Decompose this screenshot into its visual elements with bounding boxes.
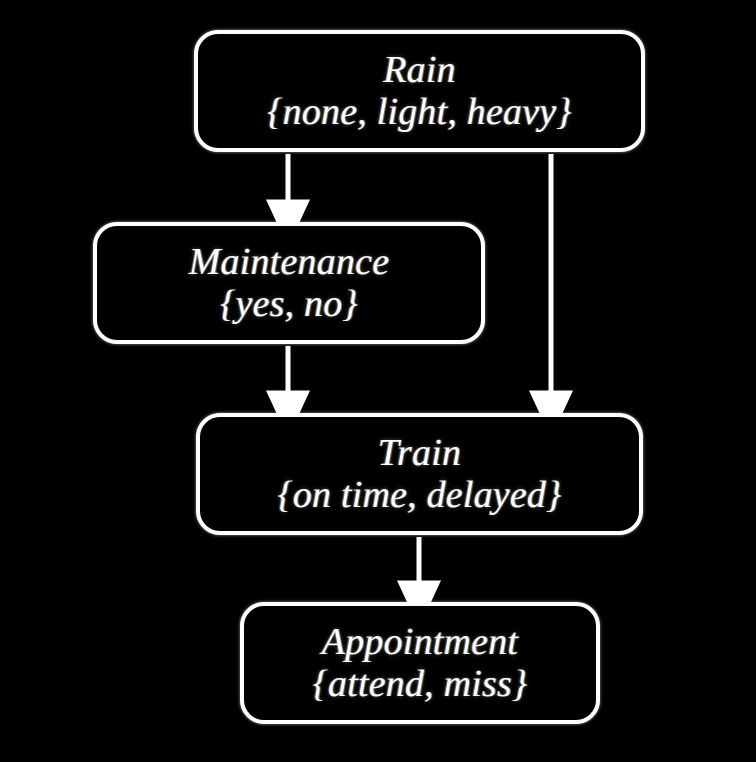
node-train[interactable]: Train {on time, delayed} (196, 413, 643, 535)
node-maintenance-states: {yes, no} (220, 283, 358, 325)
node-maintenance-label: Maintenance (188, 240, 390, 283)
node-appointment-label: Appointment (321, 620, 519, 663)
node-maintenance[interactable]: Maintenance {yes, no} (93, 222, 485, 344)
node-rain[interactable]: Rain {none, light, heavy} (194, 30, 645, 152)
node-train-label: Train (377, 431, 462, 474)
node-appointment-states: {attend, miss} (312, 663, 528, 705)
node-rain-label: Rain (383, 48, 456, 91)
node-rain-states: {none, light, heavy} (267, 91, 572, 133)
node-appointment[interactable]: Appointment {attend, miss} (240, 602, 600, 724)
node-train-states: {on time, delayed} (277, 474, 562, 516)
